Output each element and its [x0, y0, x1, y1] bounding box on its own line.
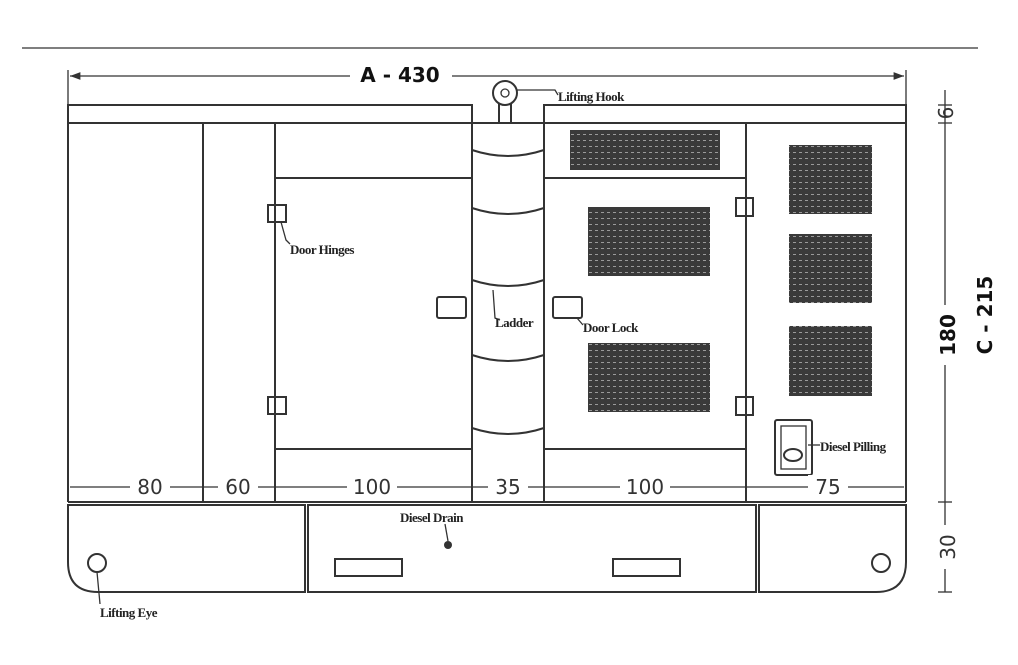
- label-door-hinges: Door Hinges: [290, 242, 354, 257]
- canopy-body: [67, 104, 907, 503]
- height-30: 30: [936, 534, 960, 559]
- ventilation-grilles: [570, 130, 872, 412]
- vent-grille: [789, 234, 872, 303]
- width-35: 35: [495, 475, 520, 499]
- label-door-lock: Door Lock: [583, 320, 639, 335]
- label-diesel-filling: Diesel Pilling: [820, 439, 887, 454]
- vent-grille: [588, 207, 710, 276]
- ladder-rungs: [471, 149, 545, 435]
- label-diesel-drain: Diesel Drain: [400, 510, 464, 525]
- section-dimensions: 80 60 100 35 100 75: [70, 475, 904, 499]
- height-6: 6: [934, 107, 958, 120]
- width-100-right: 100: [626, 475, 664, 499]
- dimension-c: C - 215: [973, 276, 997, 355]
- diesel-filler-icon: [774, 419, 820, 476]
- width-60: 60: [225, 475, 250, 499]
- vent-grille: [588, 343, 710, 412]
- lifting-eye-icon: [871, 553, 891, 573]
- drain-plug-icon: [444, 541, 452, 549]
- base-frame: [67, 504, 907, 605]
- label-lifting-eye: Lifting Eye: [100, 605, 158, 620]
- height-180: 180: [936, 314, 960, 356]
- width-80: 80: [137, 475, 162, 499]
- vent-grille: [789, 326, 872, 396]
- height-dimensions: 6 180 30 C - 215: [934, 90, 997, 593]
- dimension-a: A - 430: [360, 63, 439, 87]
- lifting-hook-icon: [492, 80, 559, 122]
- width-dimension: A - 430: [67, 63, 907, 105]
- width-100-left: 100: [353, 475, 391, 499]
- door-hinge-icons: [267, 197, 754, 416]
- width-75: 75: [815, 475, 840, 499]
- vent-grille: [789, 145, 872, 214]
- label-lifting-hook: Lifting Hook: [558, 89, 625, 104]
- lifting-eye-icon: [87, 553, 107, 573]
- label-ladder: Ladder: [495, 315, 534, 330]
- door-lock-icons: [436, 296, 584, 326]
- vent-grille: [570, 130, 720, 170]
